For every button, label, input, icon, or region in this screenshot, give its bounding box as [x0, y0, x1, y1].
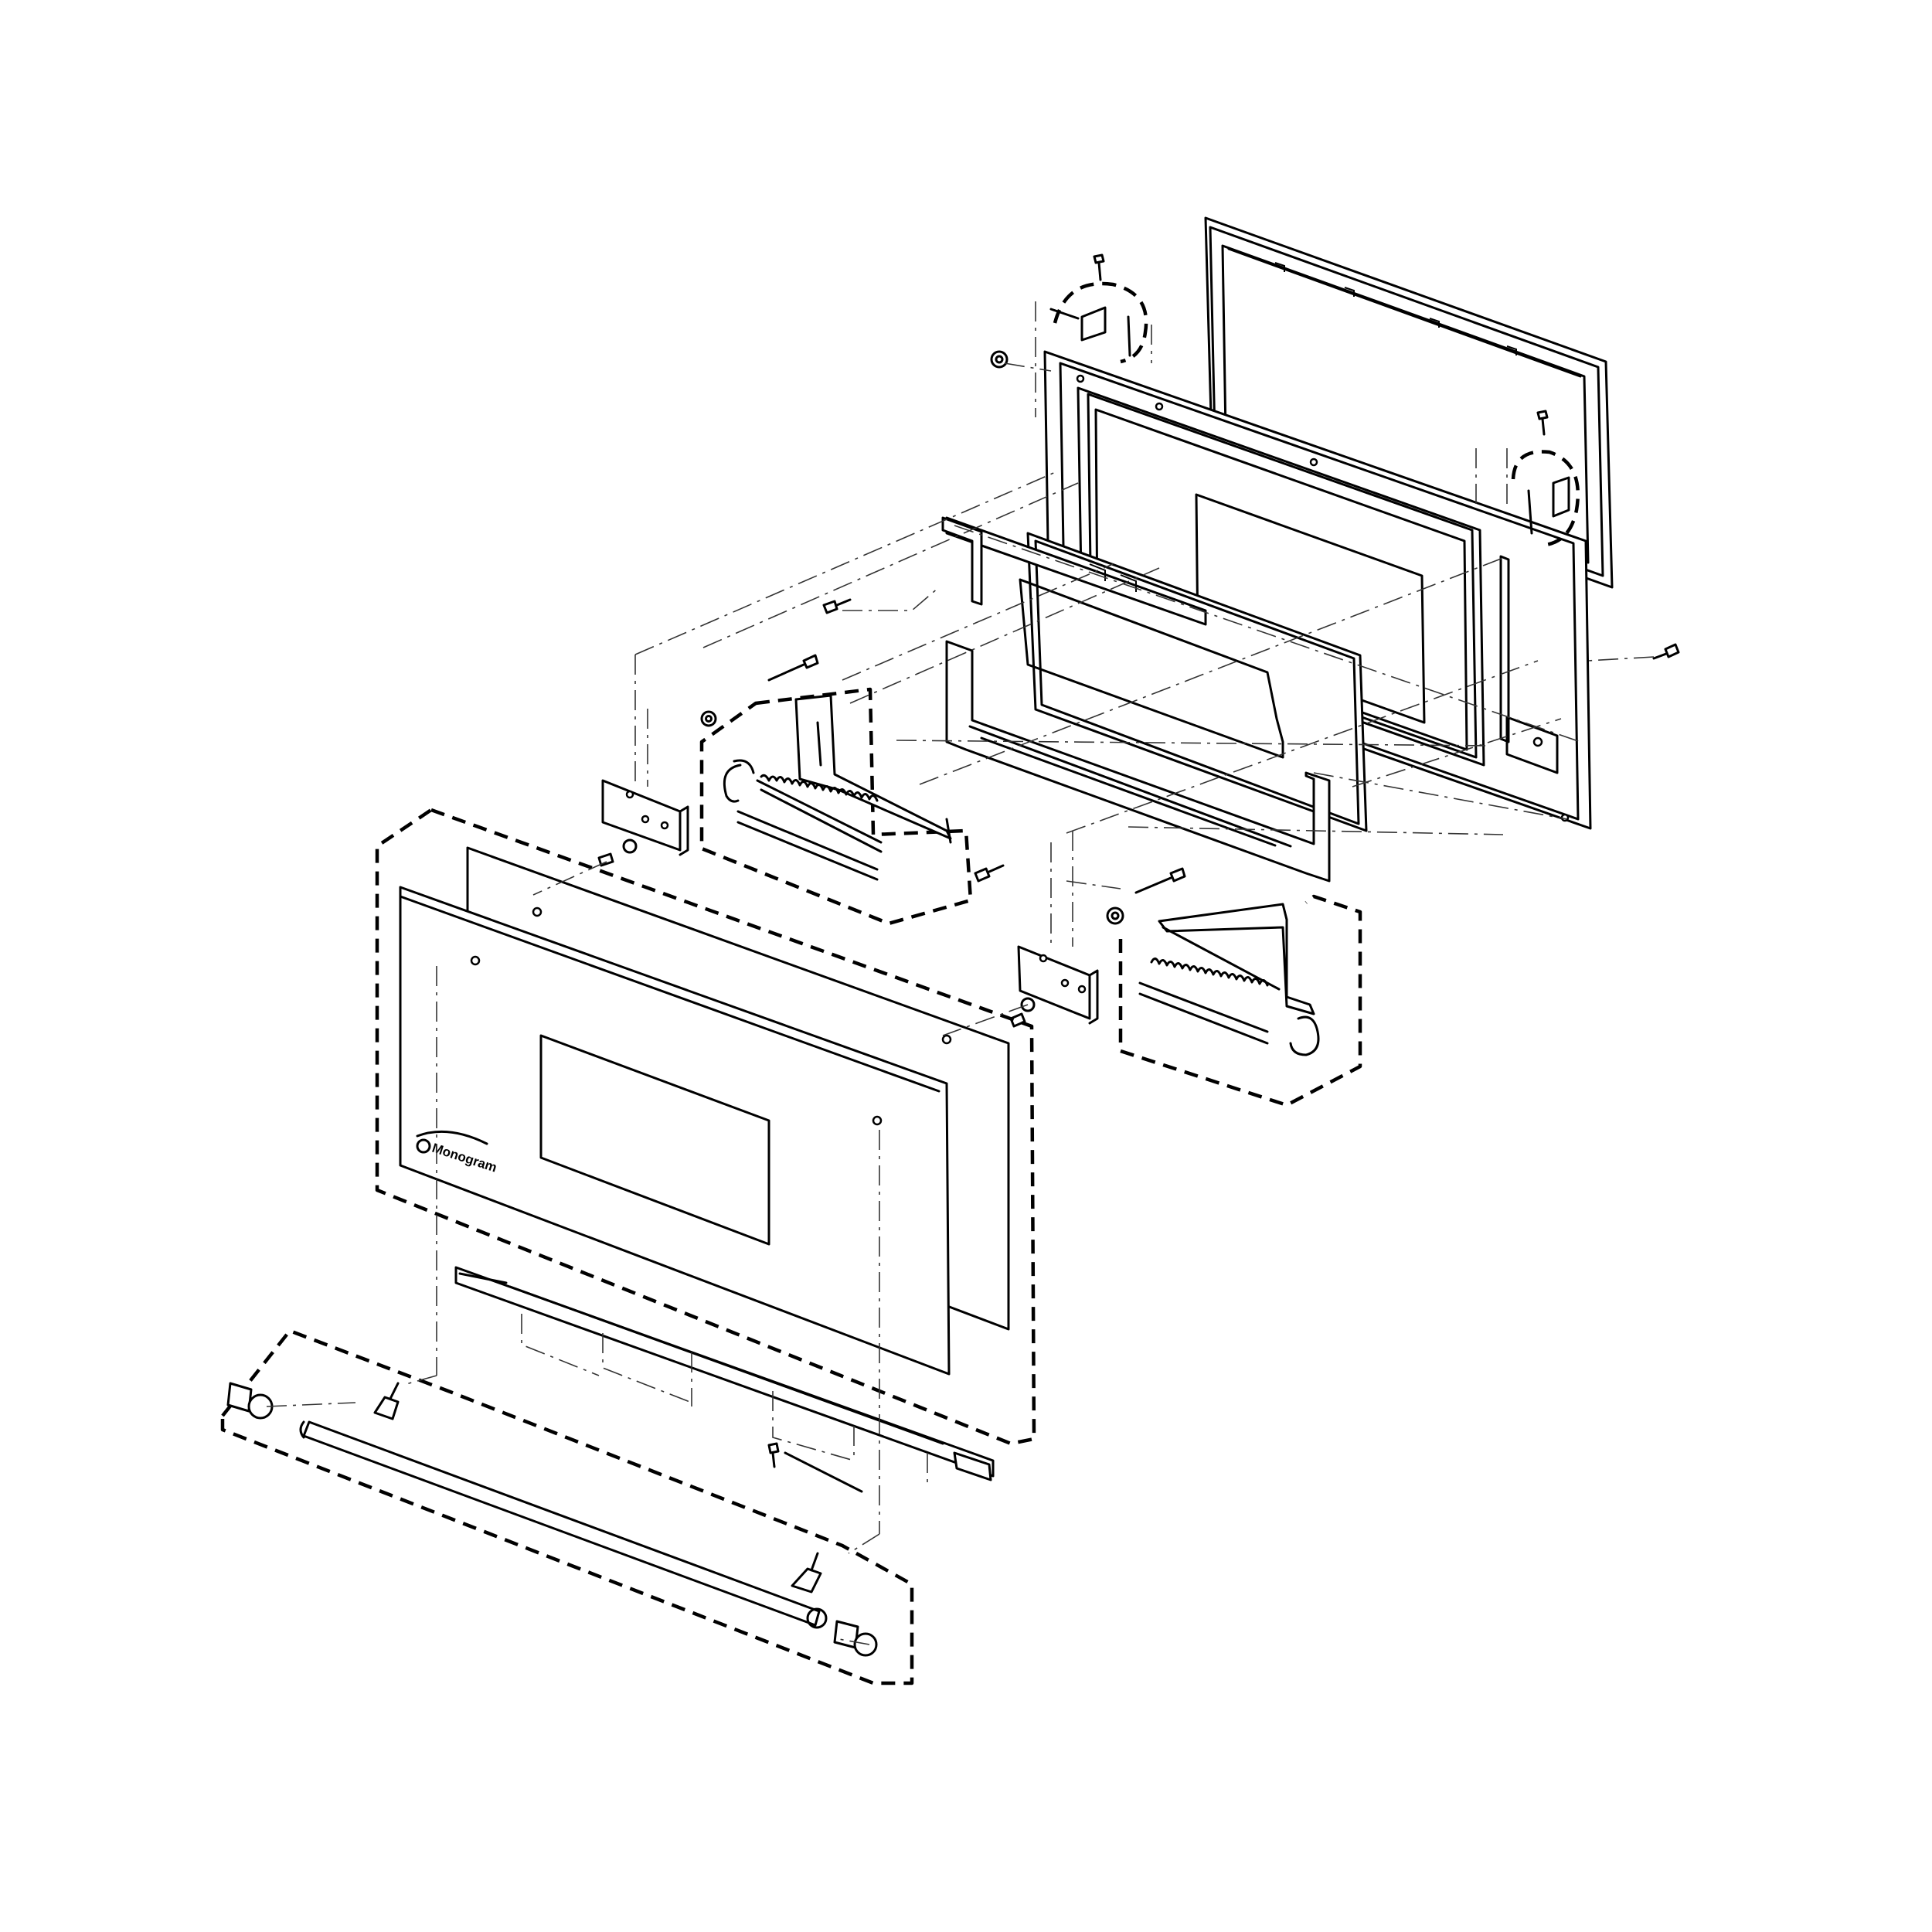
handle-standoff-left	[373, 1382, 400, 1420]
window-glass-pack	[1019, 532, 1368, 832]
inner-door-frame	[1043, 350, 1592, 830]
screw-icon	[1536, 410, 1549, 436]
screw-icon	[974, 864, 1005, 883]
assembly-leader-lines	[266, 301, 1655, 1645]
washer-icon	[990, 350, 1009, 369]
upper-right-hinge-clip	[1511, 410, 1580, 547]
handle-end-cap-left	[226, 1382, 274, 1420]
screw-icon	[1093, 253, 1105, 281]
screw-icon	[1652, 643, 1680, 660]
outer-door-glass-assembly: Monogram	[375, 808, 1036, 1446]
screw-icon	[767, 654, 819, 682]
bottom-trim-strip	[454, 1266, 995, 1481]
upper-left-hinge-clip	[1049, 253, 1148, 364]
right-hinge-plate	[1009, 945, 1099, 1028]
glass-retainer-channel	[941, 516, 1331, 883]
screw-icon	[767, 1442, 780, 1468]
washer-icon	[700, 710, 717, 727]
handle-standoff-right	[791, 1552, 822, 1594]
rear-door-frame	[1204, 216, 1614, 589]
left-hinge-plate	[597, 779, 689, 867]
screw-icon	[1134, 867, 1186, 894]
screw-icon	[822, 598, 852, 614]
handle-end-cap-right	[833, 1620, 878, 1657]
right-hinge-assembly	[1106, 867, 1362, 1107]
washer-icon	[1106, 906, 1124, 925]
door-handle-assembly	[220, 1328, 914, 1685]
left-hinge-assembly	[699, 654, 973, 926]
